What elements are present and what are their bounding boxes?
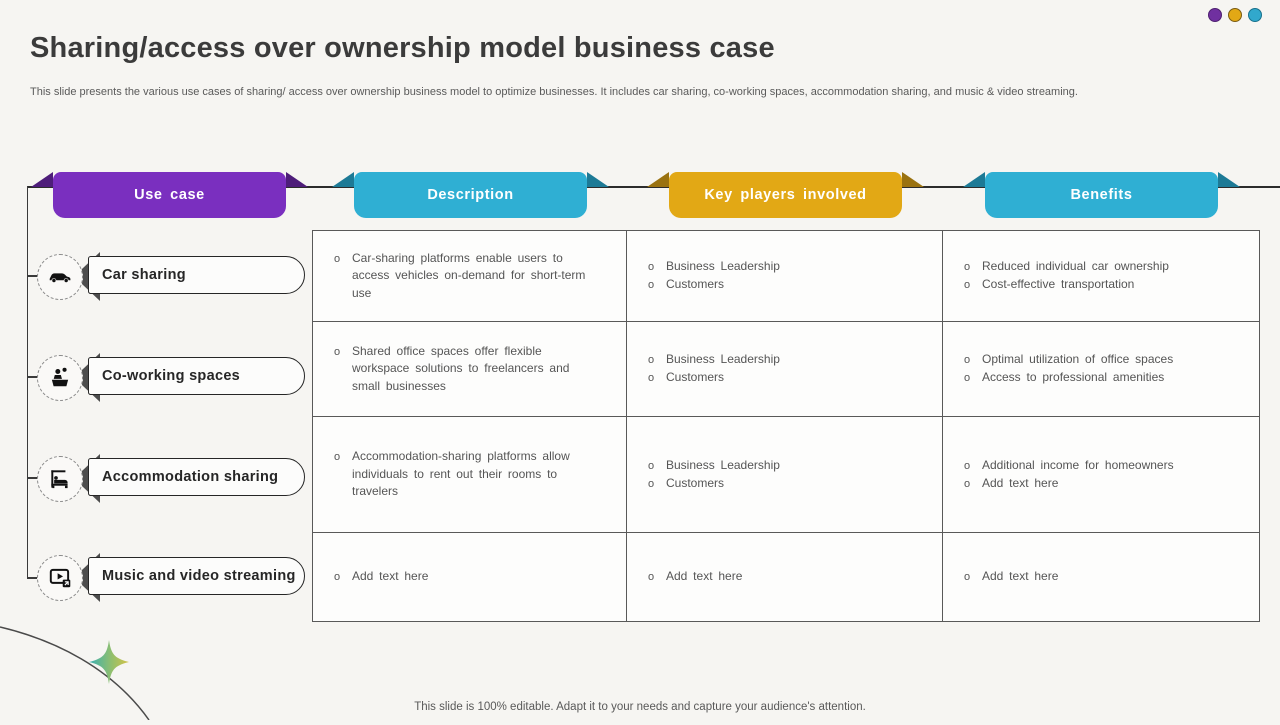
cell-text: Business Leadership <box>666 457 780 472</box>
decor-dot-purple <box>1208 8 1222 22</box>
use-case-row-accommodation[interactable]: Accommodation sharing <box>0 454 312 503</box>
cell-description[interactable]: Accommodation-sharing platforms allow in… <box>313 417 627 533</box>
column-header-description[interactable]: Description <box>354 172 587 218</box>
use-case-label: Co-working spaces <box>102 368 241 384</box>
cell-text: Additional income for homeowners <box>982 457 1174 472</box>
bullet-marker <box>648 475 666 493</box>
tab-fold-left <box>332 172 354 187</box>
cell-text: Shared office spaces offer flexible work… <box>352 343 570 393</box>
use-case-label: Accommodation sharing <box>102 469 279 485</box>
bullet-marker <box>964 568 982 586</box>
tab-fold-left <box>963 172 985 187</box>
sparkle-star-icon <box>88 639 130 685</box>
column-header-key-players[interactable]: Key players involved <box>669 172 902 218</box>
column-header-label: Description <box>427 187 514 203</box>
bullet-marker <box>964 475 982 493</box>
use-case-table: Car-sharing platforms enable users to ac… <box>312 230 1260 622</box>
bullet-marker <box>964 351 982 369</box>
coworking-desk-icon <box>37 354 83 401</box>
slide-subtitle: This slide presents the various use case… <box>30 86 1078 98</box>
cell-text: Customers <box>666 475 725 490</box>
bullet-marker <box>964 276 982 294</box>
cell-benefits[interactable]: Add text here <box>943 533 1259 621</box>
cell-text: Cost-effective transportation <box>982 277 1135 291</box>
column-header-label: Use case <box>134 187 205 203</box>
cell-key-players[interactable]: Business Leadership Customers <box>627 322 943 417</box>
cell-text: Add text here <box>666 569 743 584</box>
use-case-label: Music and video streaming <box>102 568 296 584</box>
bed-icon <box>37 455 83 502</box>
bullet-marker <box>334 448 352 500</box>
video-stream-icon <box>37 554 83 601</box>
row-connector-line <box>26 186 28 578</box>
cell-text: Access to professional amenities <box>982 370 1165 384</box>
cell-text: Business Leadership <box>666 259 780 274</box>
bullet-marker <box>648 351 666 369</box>
use-case-row-car-sharing[interactable]: Car sharing <box>0 252 312 301</box>
footer-note: This slide is 100% editable. Adapt it to… <box>414 701 866 713</box>
use-case-row-coworking[interactable]: Co-working spaces <box>0 353 312 402</box>
tab-fold-right <box>587 172 609 187</box>
cell-text: Customers <box>666 277 725 291</box>
bullet-marker <box>648 369 666 387</box>
cell-text: Add text here <box>352 569 429 584</box>
row-connector-stub <box>27 275 39 277</box>
cell-key-players[interactable]: Add text here <box>627 533 943 621</box>
cell-text: Customers <box>666 370 725 384</box>
cell-key-players[interactable]: Business Leadership Customers <box>627 417 943 533</box>
cell-text: Car-sharing platforms enable users to ac… <box>352 250 586 300</box>
bullet-marker <box>334 343 352 395</box>
row-connector-stub <box>27 376 39 378</box>
column-header-label: Key players involved <box>704 187 867 203</box>
column-header-benefits[interactable]: Benefits <box>985 172 1218 218</box>
tab-fold-right <box>1218 172 1240 187</box>
bullet-marker <box>648 276 666 294</box>
tab-fold-left <box>647 172 669 187</box>
bullet-marker <box>334 250 352 302</box>
cell-text: Reduced individual car ownership <box>982 259 1169 274</box>
cell-text: Add text here <box>982 475 1059 490</box>
cell-benefits[interactable]: Optimal utilization of office spaces Acc… <box>943 322 1259 417</box>
cell-description[interactable]: Add text here <box>313 533 627 621</box>
row-connector-stub <box>27 477 39 479</box>
row-connector-stub <box>27 577 39 579</box>
use-case-label: Car sharing <box>102 267 186 283</box>
use-case-row-streaming[interactable]: Music and video streaming <box>0 553 312 602</box>
bullet-marker <box>334 568 352 586</box>
decor-dot-gold <box>1228 8 1242 22</box>
car-icon <box>37 253 83 300</box>
bullet-marker <box>964 369 982 387</box>
bullet-marker <box>648 258 666 276</box>
cell-description[interactable]: Shared office spaces offer flexible work… <box>313 322 627 417</box>
page-title: Sharing/access over ownership model busi… <box>30 32 775 64</box>
cell-text: Accommodation-sharing platforms allow in… <box>352 449 570 499</box>
decor-dot-blue <box>1248 8 1262 22</box>
column-header-label: Benefits <box>1070 187 1133 203</box>
cell-description[interactable]: Car-sharing platforms enable users to ac… <box>313 231 627 322</box>
bullet-marker <box>648 457 666 475</box>
column-header-use-case[interactable]: Use case <box>53 172 286 218</box>
cell-text: Optimal utilization of office spaces <box>982 352 1174 367</box>
tab-fold-right <box>902 172 924 187</box>
bullet-marker <box>964 457 982 475</box>
tab-fold-right <box>286 172 308 187</box>
bullet-marker <box>648 568 666 586</box>
bullet-marker <box>964 258 982 276</box>
tab-fold-left <box>31 172 53 187</box>
cell-text: Business Leadership <box>666 352 780 367</box>
cell-key-players[interactable]: Business Leadership Customers <box>627 231 943 322</box>
cell-text: Add text here <box>982 569 1059 584</box>
cell-benefits[interactable]: Reduced individual car ownership Cost-ef… <box>943 231 1259 322</box>
cell-benefits[interactable]: Additional income for homeowners Add tex… <box>943 417 1259 533</box>
